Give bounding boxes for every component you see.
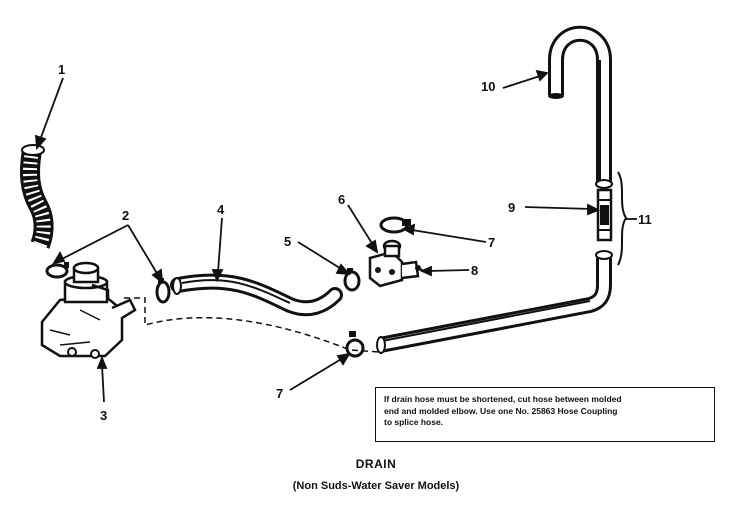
diagram-title: DRAIN <box>355 457 397 471</box>
part-7-clamp-lower <box>345 331 365 358</box>
callout-9: 9 <box>508 200 515 215</box>
part-3-pump <box>40 261 137 359</box>
callout-7-upper: 7 <box>488 235 495 250</box>
callout-8: 8 <box>471 263 478 278</box>
part-10-hook-hose <box>548 25 613 189</box>
note-line-1: If drain hose must be shortened, cut hos… <box>384 394 622 404</box>
callout-5: 5 <box>284 234 291 249</box>
callout-4: 4 <box>217 202 225 217</box>
part-9-hose-coupling <box>596 188 613 242</box>
callout-2: 2 <box>122 208 129 223</box>
callout-11: 11 <box>638 212 652 227</box>
leader-lines <box>34 69 637 403</box>
callout-10: 10 <box>481 79 495 94</box>
part-6-elbow-connector <box>368 239 420 288</box>
part-2-clamp-right <box>155 278 171 304</box>
note-line-3: to splice hose. <box>384 417 444 427</box>
callout-3: 3 <box>100 408 107 423</box>
hose-shortening-note: If drain hose must be shortened, cut hos… <box>375 387 715 442</box>
part-4-hose <box>170 273 343 317</box>
long-drain-hose-lower <box>376 250 613 354</box>
part-7-clamp-upper <box>379 216 411 234</box>
dashed-routing-line <box>124 297 381 353</box>
callout-7-lower: 7 <box>276 386 283 401</box>
note-line-2: end and molded elbow. Use one No. 25863 … <box>384 405 618 416</box>
part-5-clamp <box>343 268 361 292</box>
callout-6: 6 <box>338 192 345 207</box>
part-11-bracket <box>617 171 628 266</box>
diagram-subtitle: (Non Suds-Water Saver Models) <box>292 480 460 492</box>
part-2-clamp-left <box>45 262 69 279</box>
part-1-corrugated-hose <box>20 144 54 249</box>
callout-1: 1 <box>58 62 65 77</box>
